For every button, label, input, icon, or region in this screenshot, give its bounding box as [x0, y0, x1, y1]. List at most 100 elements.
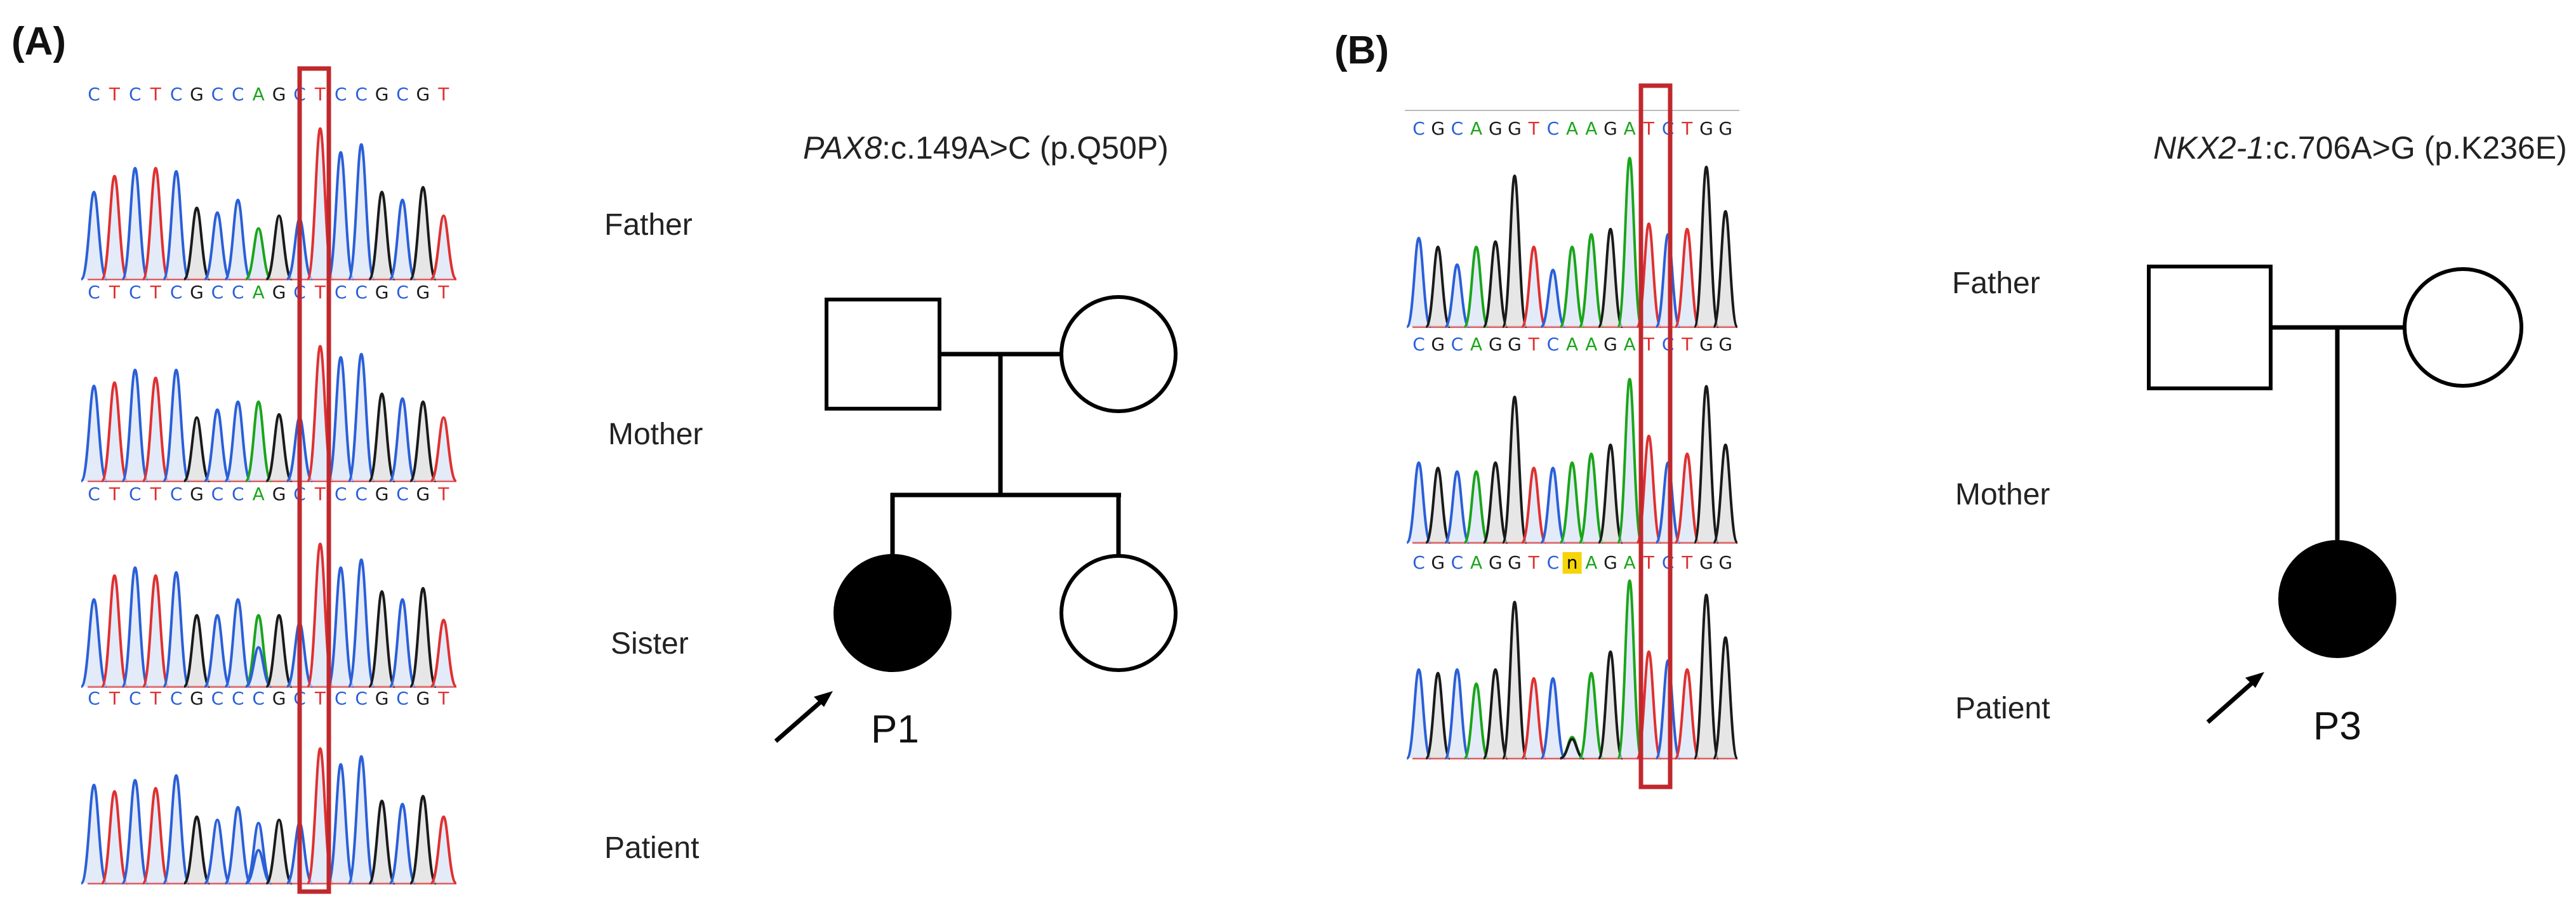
base-call: G: [375, 84, 389, 105]
peak-G: [409, 400, 437, 482]
base-call: T: [314, 282, 326, 303]
base-call: A: [1566, 334, 1578, 355]
peak-G: [1501, 600, 1528, 760]
peak-G: [1424, 466, 1451, 544]
peak-A: [1616, 378, 1643, 544]
peak-C: [326, 355, 355, 482]
base-call: A: [1624, 118, 1636, 139]
peak-T: [142, 574, 170, 688]
peak-T: [429, 815, 458, 885]
base-call: A: [1624, 552, 1636, 573]
peak-G: [1424, 245, 1451, 328]
peak-T: [1520, 245, 1547, 328]
peak-C: [1539, 466, 1567, 544]
base-call: T: [314, 484, 326, 504]
peak-G: [265, 818, 293, 885]
base-call: G: [190, 282, 204, 303]
base-call: A: [253, 282, 265, 303]
peak-C: [79, 598, 109, 688]
peak-C: [121, 166, 149, 280]
base-call: G: [1431, 118, 1445, 139]
peak-G: [1712, 443, 1739, 544]
base-call: G: [375, 688, 389, 709]
base-call: C: [170, 688, 183, 709]
peak-A: [1463, 245, 1490, 328]
panel-b-variant-change: :c.706A>G (p.K236E): [2264, 130, 2567, 166]
peak-G: [368, 799, 396, 885]
base-call: C: [355, 484, 368, 504]
panel-a-label: (A): [11, 20, 66, 63]
variant-highlights: [297, 66, 1673, 894]
base-call: T: [1528, 334, 1540, 355]
peak-G: [1693, 385, 1720, 544]
peak-A: [1578, 671, 1605, 760]
base-call: C: [129, 282, 142, 303]
base-call: T: [437, 688, 449, 709]
peak-G: [1597, 227, 1624, 328]
base-call: T: [1528, 118, 1540, 139]
peak-A: [1463, 470, 1490, 544]
panel-b-track-0-relation: Father: [1952, 267, 2040, 300]
peak-G: [368, 590, 396, 688]
base-call: G: [272, 688, 286, 709]
peak-T: [429, 416, 458, 482]
base-call: G: [416, 688, 430, 709]
peak-C: [1405, 668, 1432, 760]
base-call: T: [1643, 118, 1655, 139]
base-call: G: [1718, 118, 1732, 139]
panel-b-mother-circle: [2403, 267, 2523, 388]
peak-C: [244, 821, 273, 885]
base-call: C: [1451, 552, 1464, 573]
base-call: G: [1489, 334, 1503, 355]
base-call: C: [396, 484, 409, 504]
panel-a-proband-label: P1: [871, 708, 919, 751]
panel-a-track-1-relation: Mother: [608, 418, 703, 451]
base-call: C: [232, 484, 244, 504]
peak-C: [79, 384, 109, 482]
base-call: C: [1547, 334, 1560, 355]
peak-A: [1578, 233, 1605, 328]
base-call: C: [88, 282, 100, 303]
panel-b-label: (B): [1334, 29, 1389, 72]
panel-b-pedigree: P3: [2147, 265, 2523, 748]
panel-a-pedigree: P1: [774, 295, 1178, 751]
peak-G: [368, 190, 396, 280]
base-call: A: [1624, 334, 1636, 355]
base-call: C: [88, 688, 100, 709]
base-call: G: [1699, 334, 1713, 355]
base-call: T: [109, 84, 121, 105]
panel-a-sister-circle: [1059, 554, 1178, 672]
base-call: C: [170, 282, 183, 303]
panel-a-variant-gene: PAX8: [803, 130, 882, 166]
base-call: T: [437, 484, 449, 504]
base-call: T: [109, 484, 121, 504]
base-call: C: [335, 84, 347, 105]
base-call: G: [375, 282, 389, 303]
peak-A: [1463, 682, 1490, 760]
base-call: C: [355, 688, 368, 709]
base-call: T: [437, 282, 449, 303]
peak-C: [162, 169, 190, 280]
base-call: T: [150, 282, 162, 303]
peak-C: [326, 566, 355, 688]
peak-C: [347, 143, 376, 280]
ambiguous-base-highlight: [1562, 552, 1582, 574]
base-call: G: [1603, 334, 1617, 355]
peak-T: [429, 618, 458, 688]
panel-a-proband-arrow-shaft: [774, 695, 828, 743]
base-call: G: [416, 484, 430, 504]
peak-C: [121, 566, 149, 688]
base-call: A: [253, 84, 265, 105]
secondary-peak: [1560, 737, 1584, 760]
peak-G: [1597, 443, 1624, 544]
base-call: C: [1547, 552, 1560, 573]
base-call: A: [1470, 118, 1482, 139]
peak-G: [182, 614, 211, 688]
base-call: G: [375, 484, 389, 504]
peak-C: [326, 150, 355, 280]
peak-T: [1674, 227, 1701, 328]
base-call: C: [88, 84, 100, 105]
peak-C: [388, 598, 417, 688]
